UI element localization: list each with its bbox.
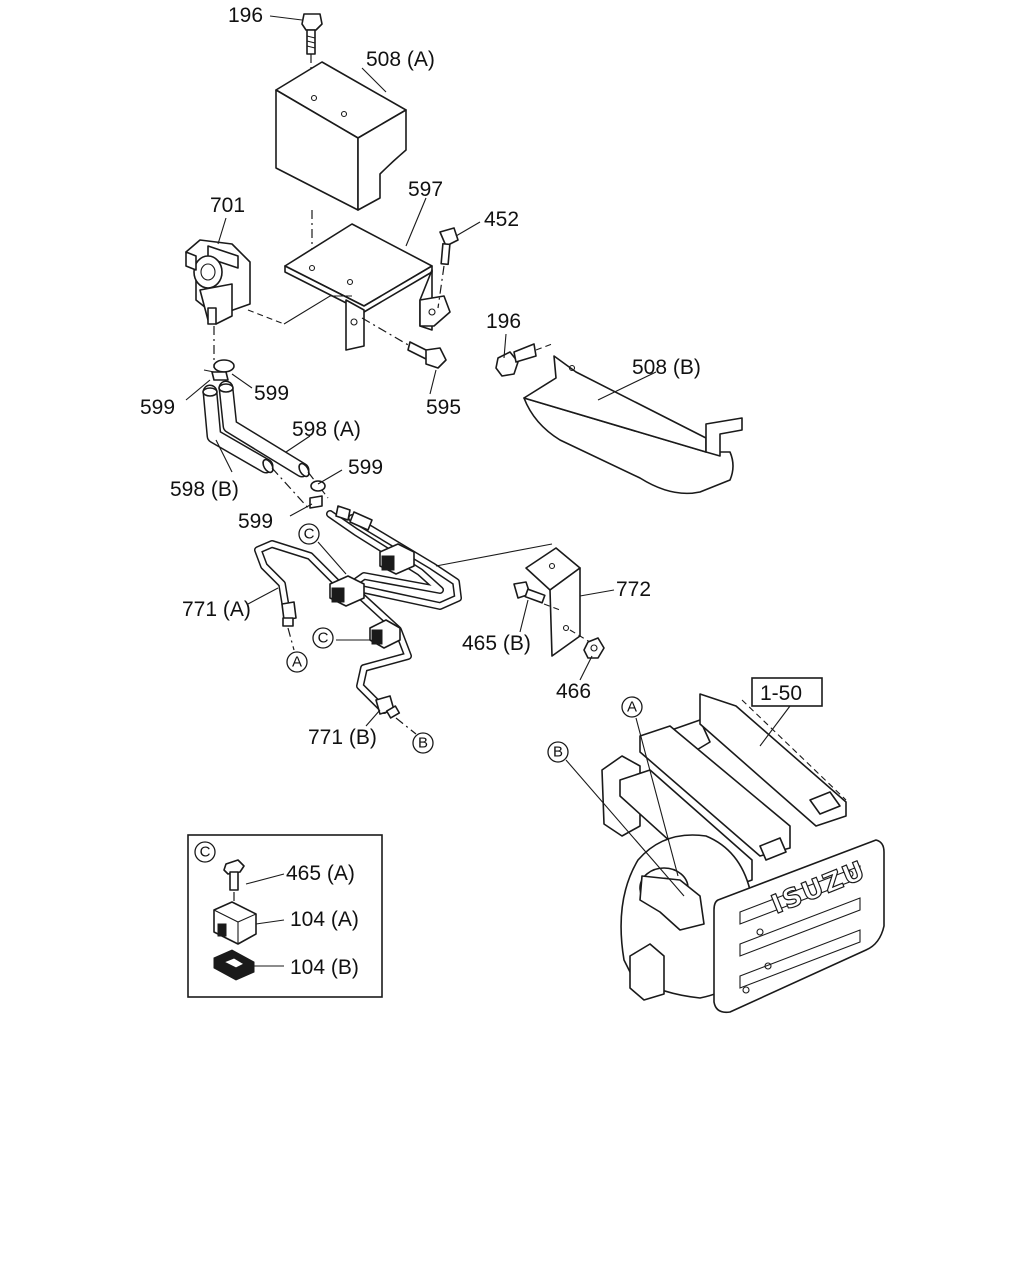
pipe-clamps <box>329 543 415 649</box>
label-508a: 508 (A) <box>366 48 435 71</box>
leader-lines <box>185 15 791 897</box>
bolt-595 <box>361 317 447 369</box>
cover-508a <box>275 61 407 262</box>
label-771a: 771 (A) <box>182 598 251 621</box>
callout-c-mid: C <box>318 630 329 647</box>
clip-599-lower <box>309 480 326 509</box>
label-701: 701 <box>210 194 245 217</box>
valve-701 <box>185 239 352 368</box>
label-771b: 771 (B) <box>308 726 377 749</box>
shield-508b <box>523 355 743 495</box>
label-597: 597 <box>408 178 443 201</box>
label-196-top: 196 <box>228 4 263 27</box>
bolt-196-top <box>301 13 323 100</box>
label-196-mid: 196 <box>486 310 521 333</box>
bolt-196-mid <box>495 343 553 377</box>
label-465a: 465 (A) <box>286 862 355 885</box>
callout-c-top: C <box>304 526 315 543</box>
label-104b: 104 (B) <box>290 956 359 979</box>
label-466: 466 <box>556 680 591 703</box>
bracket-597 <box>284 223 451 351</box>
label-465b: 465 (B) <box>462 632 531 655</box>
label-599-b: 599 <box>254 382 289 405</box>
detail-c-title: C <box>200 844 211 861</box>
label-598b: 598 (B) <box>170 478 239 501</box>
callout-b-pipe: B <box>418 735 428 752</box>
clip-599-top <box>203 359 235 381</box>
label-508b: 508 (B) <box>632 356 701 379</box>
label-599-c: 599 <box>348 456 383 479</box>
label-1-50: 1-50 <box>760 682 802 705</box>
label-104a: 104 (A) <box>290 908 359 931</box>
label-598a: 598 (A) <box>292 418 361 441</box>
label-772: 772 <box>616 578 651 601</box>
reference-box-1-50: 1-50 <box>751 677 823 707</box>
label-599-d: 599 <box>238 510 273 533</box>
callout-a-engine: A <box>627 699 637 716</box>
hose-598 <box>202 380 329 511</box>
engine-assembly <box>601 693 885 1014</box>
bolt-465b <box>513 581 561 611</box>
callout-a-pipe: A <box>292 654 302 671</box>
label-452: 452 <box>484 208 519 231</box>
bolt-452 <box>437 227 459 309</box>
detail-box-c: C 465 (A) 104 (A) 104 (B) <box>187 834 383 998</box>
label-595: 595 <box>426 396 461 419</box>
bracket-772 <box>525 547 581 657</box>
callout-b-engine: B <box>553 744 563 761</box>
part-labels: 196 508 (A) 701 597 452 196 508 (B) 595 … <box>140 4 701 749</box>
label-599-a: 599 <box>140 396 175 419</box>
callout-circles: C C A B A B <box>286 523 643 763</box>
nut-466 <box>569 629 605 659</box>
